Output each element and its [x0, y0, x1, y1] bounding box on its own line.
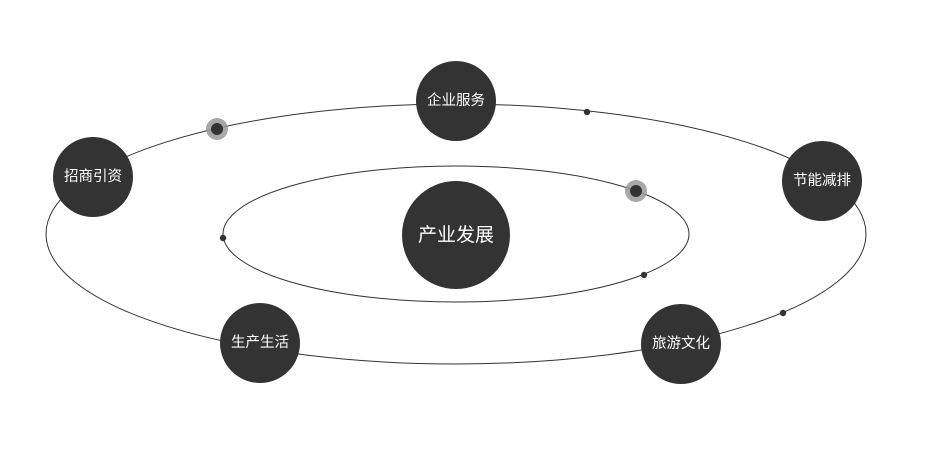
node-tourism-culture-label: 旅游文化 — [652, 335, 710, 352]
node-energy-saving-label: 节能减排 — [793, 172, 851, 189]
center-node[interactable]: 产业发展 — [402, 181, 510, 289]
halo-dot — [206, 118, 228, 140]
orbit-dot — [640, 271, 648, 279]
node-tourism-culture[interactable]: 旅游文化 — [641, 304, 721, 384]
halo-dot — [625, 180, 647, 202]
node-production-life[interactable]: 生产生活 — [220, 303, 300, 383]
node-investment-attraction-label: 招商引资 — [64, 168, 122, 185]
node-enterprise-service-label: 企业服务 — [427, 91, 485, 109]
node-energy-saving[interactable]: 节能减排 — [782, 141, 862, 221]
node-production-life-label: 生产生活 — [231, 334, 289, 351]
inner-orbit — [222, 165, 690, 303]
center-node-label: 产业发展 — [418, 224, 494, 246]
node-investment-attraction[interactable]: 招商引资 — [53, 137, 133, 217]
node-enterprise-service[interactable]: 企业服务 — [416, 61, 496, 141]
orbit-dot — [779, 309, 787, 317]
orbit-dot — [219, 234, 227, 242]
orbit-dot — [583, 108, 591, 116]
